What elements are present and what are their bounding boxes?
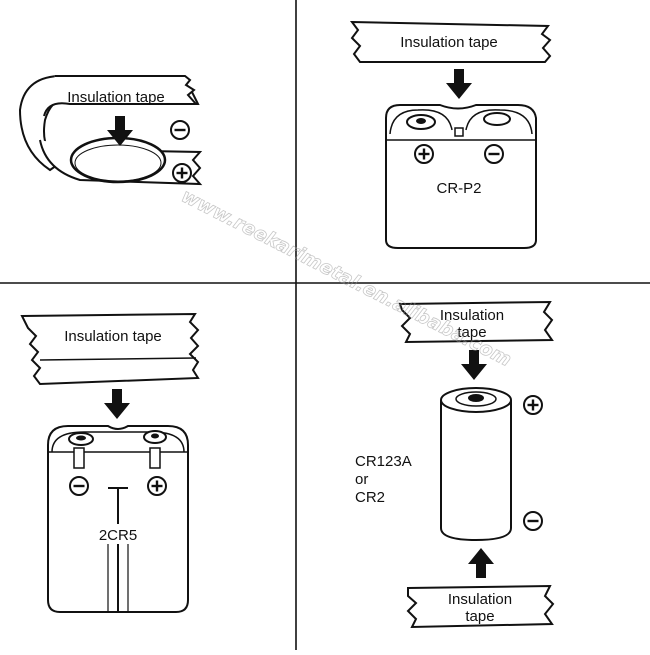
minus-circle-icon [68,475,90,497]
battery-label-line2: or [355,471,368,488]
tape-label-line2: tape [457,324,486,341]
tape-label: Insulation tape [64,328,162,345]
tape-upper-strip [43,75,199,117]
minus-circle-icon [522,510,544,532]
cr123a-battery [440,400,512,542]
battery-label: 2CR5 [99,527,137,544]
battery-label: CR-P2 [436,180,481,197]
tape-strip [349,20,552,63]
tape-strip [20,312,200,386]
panel-bottom-right: Insulation tape CR123A or CR2 Insulation… [355,300,555,629]
tape-label: Insulation tape [400,34,498,51]
arrow-down-icon [446,69,472,99]
panel-bottom-left: Insulation tape 2CR5 [20,312,200,613]
tape-label-line1: Insulation [448,591,512,608]
arrow-down-icon [104,389,130,419]
tape-label-line1: Insulation [440,307,504,324]
battery-label-line1: CR123A [355,453,412,470]
minus-circle-icon [483,143,505,165]
panel-top-left: Insulation tape [18,74,203,186]
tape-strip-bottom [406,584,555,629]
tape-label: Insulation tape [67,89,165,106]
plus-circle-icon [413,143,435,165]
plus-circle-icon [146,475,168,497]
tape-strip-top [398,300,554,344]
battery-label-line3: CR2 [355,489,385,506]
panel-top-right: Insulation tape CR-P2 [349,20,552,249]
arrow-up-icon [468,548,494,578]
minus-circle-icon [169,119,191,141]
plus-circle-icon [171,162,193,184]
tape-label-line2: tape [465,608,494,625]
plus-circle-icon [522,394,544,416]
